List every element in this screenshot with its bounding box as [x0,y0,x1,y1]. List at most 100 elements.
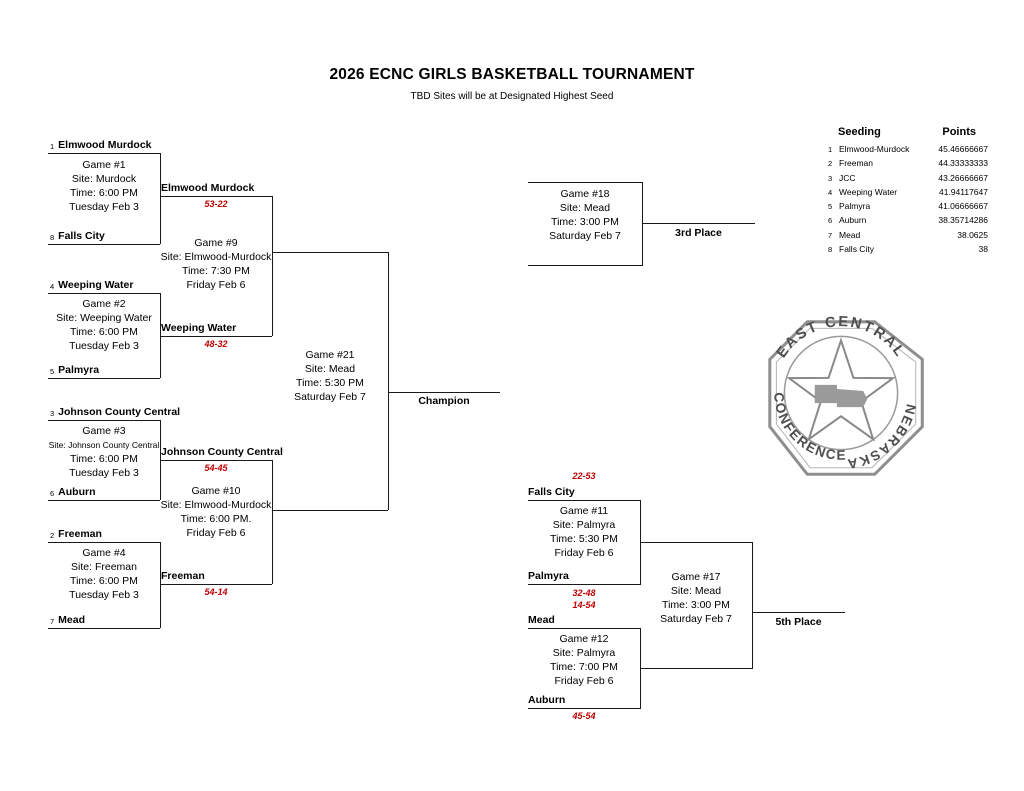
bracket-line [48,293,160,294]
game-number: Game #4 [82,547,126,559]
game-site: Site: Mead [304,363,356,375]
game-date: Friday Feb 6 [186,527,246,539]
points-value: 45.46666667 [938,144,988,154]
table-row: 1 Elmwood-Murdock 45.46666667 [828,144,988,158]
bracket-line [160,293,161,378]
table-row: 5 Palmyra 41.06666667 [828,201,988,215]
game-time: Time: 3:00 PM [551,216,619,228]
team-name: Auburn [839,215,867,226]
game-time: Time: 3:00 PM [662,599,730,611]
team-name: Auburn [528,694,566,706]
bracket-line [160,584,272,585]
seed-number: 2 [50,531,55,540]
team-name: Elmwood-Murdock [839,144,910,154]
game-site: Site: Palmyra [552,647,616,659]
game-site: Site: Mead [559,202,611,214]
game-date: Friday Feb 6 [554,675,614,687]
seed-number: 1 [50,142,55,151]
bracket-line [642,223,755,224]
champion-label: Champion [418,395,470,407]
game-site: Site: Freeman [71,561,137,573]
team-name: Mead [58,614,86,626]
table-row: 3 JCC 43.26666667 [828,173,988,187]
game-site: Site: Murdock [71,173,137,185]
winner-name: Johnson County Central [161,446,283,458]
bracket-line [528,708,640,709]
points-value: 41.94117647 [938,186,988,197]
table-row: 7 Mead 38.0625 [828,230,988,244]
team-name: Weeping Water [839,186,898,197]
game-time: Time: 5:30 PM [296,377,364,389]
game-site: Site: Elmwood-Murdock [160,251,272,263]
seed-number: 2 [828,159,833,169]
game-score: 48-32 [204,339,228,349]
points-value: 38.0625 [957,229,988,240]
game-date: Saturday Feb 7 [294,391,366,403]
game-date: Saturday Feb 7 [549,230,621,242]
game-score: 32-48 [572,588,596,598]
bracket-line [528,265,642,266]
points-value: 38 [978,244,988,255]
game-score: 54-45 [204,463,228,473]
bracket-line [642,182,643,266]
game-site: Site: Elmwood-Murdock [160,499,272,511]
seed-number: 6 [828,216,833,226]
team-name: Elmwood Murdock [58,139,152,151]
team-name: Mead [528,614,555,626]
table-row: 8 Falls City 38 [828,244,988,258]
game-time: Time: 7:00 PM [550,661,618,673]
bracket-line [48,542,160,543]
bracket-line [48,420,160,421]
team-name: Palmyra [839,201,871,212]
game-info: Game #2 Site: Weeping Water Time: 6:00 P… [48,297,160,353]
game-info: Game #3 Site: Johnson County Central Tim… [48,424,160,480]
conference-logo: EAST CENTRAL NEBRASKA CONFERENCE [768,314,924,476]
game-date: Tuesday Feb 3 [69,201,139,213]
game-time: Time: 7:30 PM [182,265,250,277]
game-number: Game #10 [191,485,241,497]
game-number: Game #1 [82,159,126,171]
game-number: Game #21 [305,349,355,361]
seed-number: 7 [50,617,55,626]
game-number: Game #18 [560,188,610,200]
points-value: 38.35714286 [938,215,988,226]
game-info: Game #11 Site: Palmyra Time: 5:30 PM Fri… [528,504,640,560]
champion-line [388,392,500,393]
logo-octagon-outer [768,320,924,476]
team-name: Weeping Water [58,279,134,291]
points-value: 41.06666667 [938,201,988,212]
seeding-table-header: Seeding Points [828,126,988,144]
game-site: Site: Palmyra [552,519,616,531]
bracket-line [752,542,753,669]
game-number: Game #2 [82,298,126,310]
game-score: 22-53 [572,471,596,481]
logo-octagon-inner [775,327,917,469]
game-number: Game #11 [559,505,609,517]
bracket-line [528,628,640,629]
game-time: Time: 6:00 PM [70,326,138,338]
bracket-line [160,542,161,628]
team-name: Falls City [839,244,874,255]
game-info: Game #12 Site: Palmyra Time: 7:00 PM Fri… [528,632,640,688]
team-name: JCC [839,172,856,183]
seeding-table: Seeding Points 1 Elmwood-Murdock 45.4666… [828,126,988,258]
table-row: 2 Freeman 44.33333333 [828,158,988,172]
game-date: Tuesday Feb 3 [69,589,139,601]
table-row: 6 Auburn 38.35714286 [828,215,988,229]
bracket-line [160,336,272,337]
game-time: Time: 6:00 PM. [180,513,252,525]
bracket-line [752,612,845,613]
seed-number: 3 [828,173,833,183]
seed-number: 5 [50,367,55,376]
seed-number: 6 [50,489,55,498]
bracket-line [528,584,640,585]
game-site: Site: Weeping Water [56,312,152,324]
winner-name: Freeman [161,570,205,582]
